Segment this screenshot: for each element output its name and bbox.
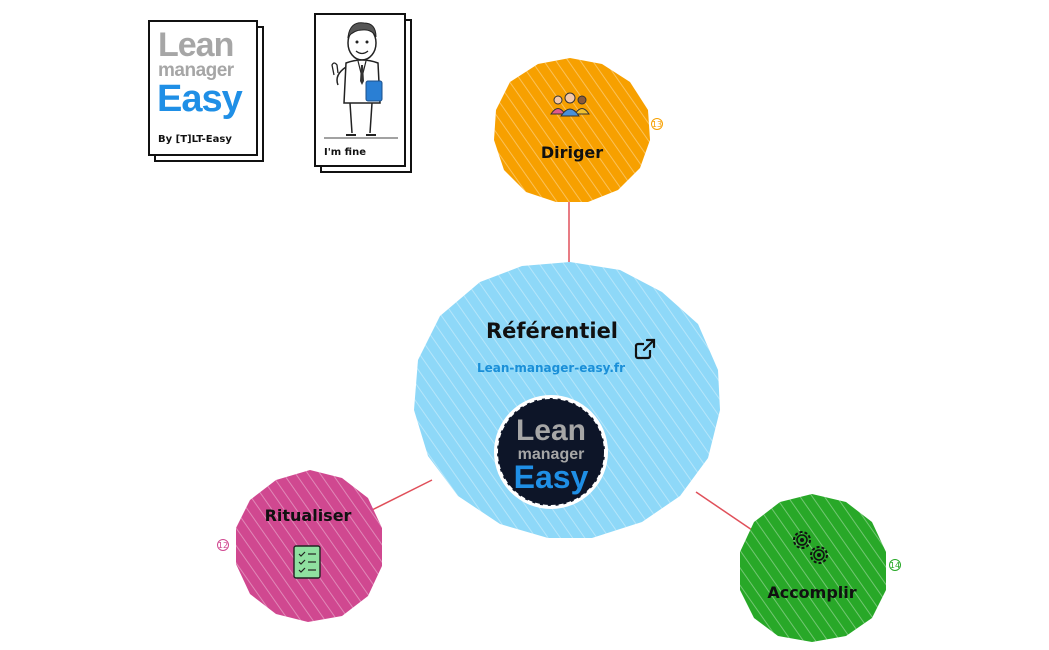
ritualiser-node[interactable]: Ritualiser <box>236 470 382 622</box>
people-group-icon <box>550 92 590 117</box>
logo-lean-text: Lean <box>158 26 234 64</box>
referentiel-node[interactable]: Référentiel Lean-manager-easy.fr Lean ma… <box>414 262 720 538</box>
character-card[interactable]: I'm fine <box>314 13 412 173</box>
referentiel-link[interactable]: Lean-manager-easy.fr <box>477 361 625 375</box>
ritualiser-label: Ritualiser <box>265 506 352 525</box>
checklist-icon <box>293 545 321 579</box>
diriger-node[interactable]: Diriger <box>494 58 650 202</box>
gears-icon <box>793 531 828 564</box>
accomplir-count-badge[interactable]: 14 <box>889 559 901 571</box>
lean-manager-easy-card[interactable]: Lean manager Easy By [T]LT-Easy <box>148 20 264 162</box>
diriger-label: Diriger <box>541 143 603 162</box>
referentiel-title: Référentiel <box>486 319 618 343</box>
external-link-icon[interactable] <box>634 338 656 360</box>
connector-ritualiser <box>371 479 433 511</box>
svg-text:Easy: Easy <box>514 459 589 495</box>
svg-text:14: 14 <box>890 561 900 570</box>
accomplir-label: Accomplir <box>767 583 856 602</box>
logo-byline: By [T]LT-Easy <box>158 134 232 145</box>
accomplir-node[interactable]: Accomplir <box>740 494 886 642</box>
svg-text:Lean: Lean <box>516 414 586 447</box>
svg-text:13: 13 <box>652 120 662 129</box>
logo-manager-text: manager <box>158 60 234 81</box>
connector-accomplir <box>695 491 753 531</box>
logo-easy-text: Easy <box>157 78 243 120</box>
lean-manager-easy-logo: Lean manager Easy <box>494 395 608 509</box>
character-caption: I'm fine <box>324 147 366 158</box>
diriger-count-badge[interactable]: 13 <box>651 118 663 130</box>
svg-text:12: 12 <box>218 541 228 550</box>
svg-text:manager: manager <box>518 446 585 463</box>
ritualiser-count-badge[interactable]: 12 <box>217 539 229 551</box>
businessman-illustration <box>324 22 398 139</box>
